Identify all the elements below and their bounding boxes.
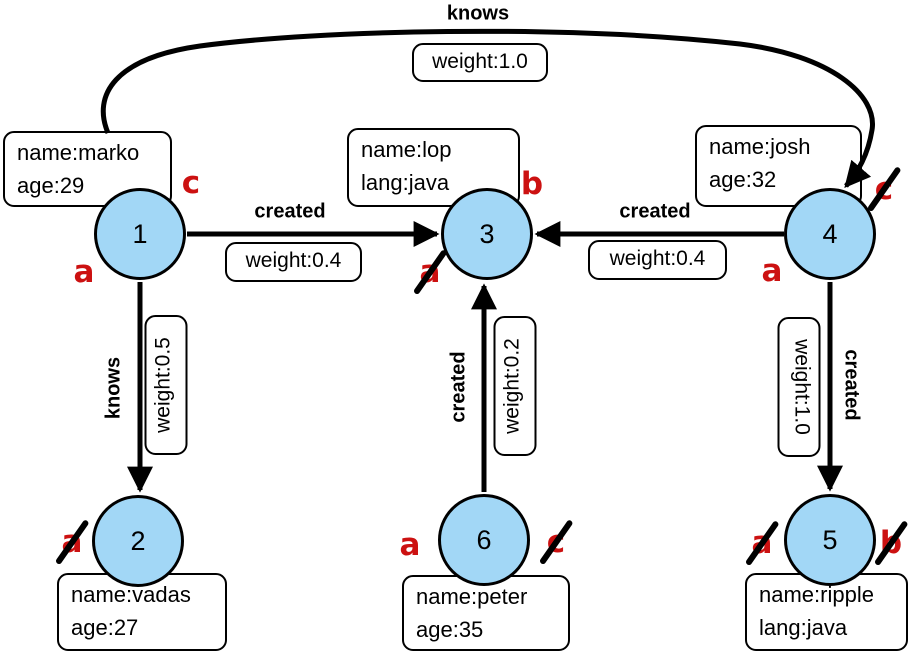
property-line: age:27 bbox=[71, 615, 139, 640]
vertex-id: 4 bbox=[822, 218, 838, 249]
vertex-id: 3 bbox=[479, 218, 495, 249]
vertex-id: 2 bbox=[130, 525, 146, 556]
weight-box-knows-top: weight:1.0 bbox=[412, 43, 548, 82]
properties-box-vertex-5: name:ripple lang:java bbox=[745, 573, 908, 651]
property-line: age:29 bbox=[17, 173, 85, 198]
property-line: name:lop bbox=[361, 137, 452, 162]
vertex-1: 1 bbox=[94, 188, 186, 280]
vertex-id: 5 bbox=[822, 524, 838, 555]
vertex-4: 4 bbox=[784, 188, 876, 280]
vertex-id: 1 bbox=[132, 218, 148, 249]
step-letter: a bbox=[761, 253, 783, 289]
step-mark-c-vertex-6-struck: c bbox=[535, 519, 577, 565]
step-mark-a-vertex-1: a bbox=[63, 249, 105, 295]
property-line: age:32 bbox=[709, 167, 777, 192]
edge-label-knows-top: knows bbox=[446, 2, 510, 25]
property-line: age:35 bbox=[416, 617, 484, 642]
step-mark-a-vertex-3-struck: a bbox=[409, 249, 451, 295]
step-mark-a-vertex-4: a bbox=[751, 248, 793, 294]
vertex-2: 2 bbox=[92, 495, 184, 587]
property-line: name:marko bbox=[17, 140, 140, 165]
step-mark-c-vertex-4-struck: c bbox=[863, 166, 905, 212]
property-line: name:peter bbox=[416, 584, 528, 609]
edge-1-to-4-arc bbox=[100, 28, 875, 188]
property-line: name:josh bbox=[709, 134, 811, 159]
step-mark-b-vertex-5-struck: b bbox=[870, 520, 912, 566]
property-line: lang:java bbox=[759, 615, 848, 640]
property-line: lang:java bbox=[361, 170, 450, 195]
property-line: name:ripple bbox=[759, 582, 874, 607]
weight-box-created-1-3: weight:0.4 bbox=[225, 242, 362, 282]
vertex-3: 3 bbox=[441, 188, 533, 280]
edge-label-created-4-3: created bbox=[619, 200, 691, 223]
step-letter: a bbox=[399, 527, 421, 563]
step-letter: c bbox=[181, 165, 201, 201]
step-letter: b bbox=[520, 166, 544, 202]
step-mark-a-vertex-2-struck: a bbox=[51, 519, 93, 565]
step-mark-a-vertex-5-struck: a bbox=[741, 520, 783, 566]
properties-box-vertex-3: name:lop lang:java bbox=[347, 128, 520, 207]
vertex-6: 6 bbox=[438, 494, 530, 586]
step-mark-a-vertex-6: a bbox=[389, 522, 431, 568]
step-mark-b-vertex-3: b bbox=[511, 161, 553, 207]
properties-box-vertex-2: name:vadas age:27 bbox=[57, 573, 227, 651]
weight-box-created-4-3: weight:0.4 bbox=[588, 240, 727, 280]
step-letter: a bbox=[73, 254, 95, 290]
step-mark-c-vertex-1: c bbox=[170, 160, 212, 206]
vertex-5: 5 bbox=[784, 494, 876, 586]
edge-label-created-1-3: created bbox=[254, 200, 326, 223]
vertex-id: 6 bbox=[476, 524, 492, 555]
